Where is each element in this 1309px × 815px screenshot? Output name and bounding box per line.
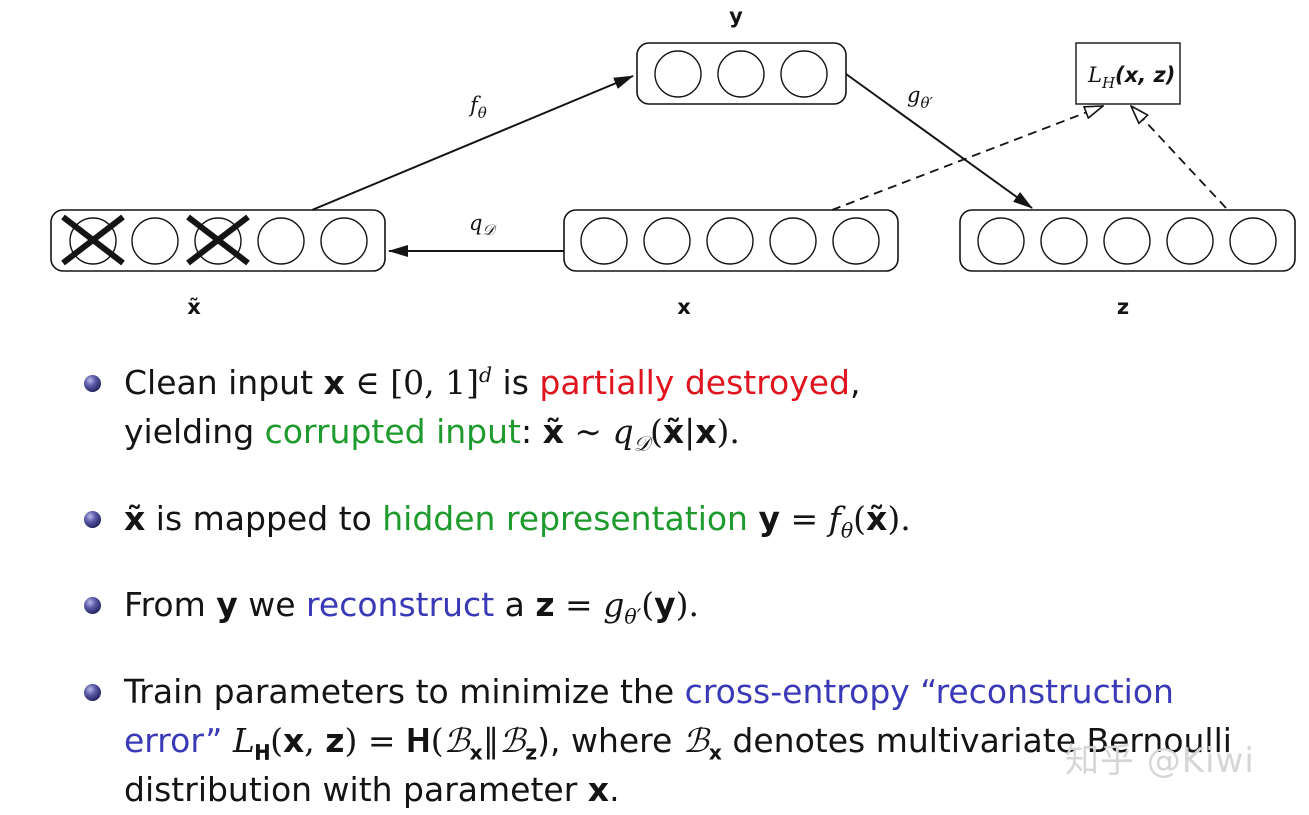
- decoder-label: gθ′: [907, 83, 933, 112]
- unit: [643, 217, 691, 265]
- unit: [131, 217, 179, 265]
- loss-arrow-z: [1131, 106, 1227, 209]
- unit: [1103, 217, 1151, 265]
- unit: [977, 217, 1025, 265]
- watermark: 知乎 @Kiwi: [1065, 741, 1255, 781]
- bullet-line: x̃ is mapped to hidden representation y …: [124, 499, 911, 543]
- node-label-y: y: [729, 4, 743, 28]
- bullet-line: From y we reconstruct a z = gθ′(y).: [124, 585, 700, 629]
- unit: [832, 217, 880, 265]
- loss-symbol: L: [1087, 63, 1102, 87]
- encoder-arrow: [311, 75, 634, 211]
- corruption-label: q𝒟: [469, 211, 497, 239]
- bullet-line: error” L𝐇(x, z) = 𝐇(ℬx‖ℬz), where ℬx den…: [124, 721, 1232, 765]
- unit: [1229, 217, 1277, 265]
- cross-mark-icon: [186, 214, 250, 266]
- node-label-x-tilde: x̃: [187, 295, 201, 319]
- reconstruction-layer-z: [959, 209, 1296, 272]
- highlight-green: corrupted input: [264, 412, 521, 451]
- bullet-line: Clean input x ∈ [0, 1]d is partially des…: [124, 363, 861, 402]
- bullet-dot-icon: [84, 511, 101, 528]
- input-layer-x: [563, 209, 899, 272]
- loss-subscript: H: [1101, 74, 1116, 92]
- unit: [717, 50, 765, 98]
- highlight-red: partially destroyed: [539, 363, 851, 402]
- bullet-line: Train parameters to minimize the cross-e…: [124, 672, 1174, 711]
- hidden-layer-y: [636, 42, 847, 105]
- unit: [257, 217, 305, 265]
- unit: [1166, 217, 1214, 265]
- node-label-z: z: [1117, 295, 1129, 319]
- corrupted-input-layer: [50, 209, 386, 272]
- node-label-x: x: [677, 295, 691, 319]
- denoising-autoencoder-diagram: LH(x, z) fθ gθ′ q𝒟 y x̃ x z: [50, 4, 1296, 319]
- loss-box: LH(x, z): [1075, 42, 1181, 105]
- loss-arrow-x: [831, 106, 1103, 211]
- unit: [780, 50, 828, 98]
- unit: [654, 50, 702, 98]
- bullet-dot-icon: [84, 375, 101, 392]
- loss-args: (x, z): [1115, 63, 1175, 87]
- unit: [1040, 217, 1088, 265]
- unit: [706, 217, 754, 265]
- bullet-line: yielding corrupted input: x̃ ∼ q𝒟(x̃|x).: [124, 412, 740, 456]
- bullet-dot-icon: [84, 597, 101, 614]
- highlight-blue: cross-entropy “reconstruction: [684, 672, 1174, 711]
- unit: [320, 217, 368, 265]
- bullet-line: distribution with parameter x.: [124, 770, 620, 809]
- cross-mark-icon: [61, 214, 125, 266]
- highlight-blue: error”: [124, 721, 223, 760]
- encoder-label: fθ: [468, 93, 487, 122]
- highlight-green: hidden representation: [382, 499, 748, 538]
- svg-text:LH(x, z): LH(x, z): [1087, 63, 1175, 92]
- highlight-blue: reconstruct: [306, 585, 495, 624]
- decoder-arrow: [845, 73, 1033, 209]
- unit: [580, 217, 628, 265]
- unit: [769, 217, 817, 265]
- bullet-dot-icon: [84, 684, 101, 701]
